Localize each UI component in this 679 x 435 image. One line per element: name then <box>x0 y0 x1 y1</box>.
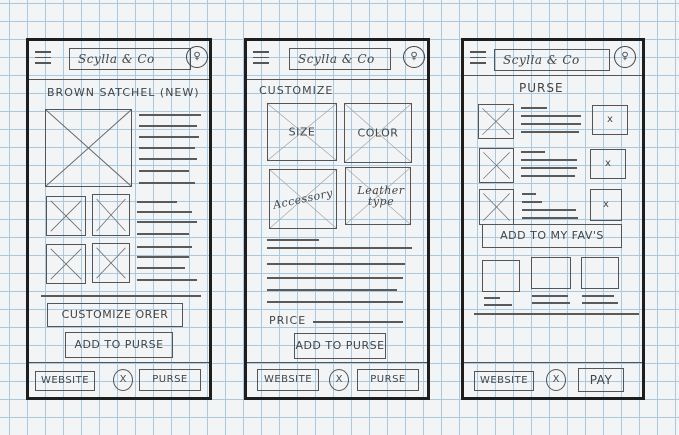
description-line <box>139 136 199 138</box>
favorite-caption-line <box>484 297 500 299</box>
description-line <box>137 279 197 281</box>
item-detail-line <box>522 193 536 195</box>
description-line <box>139 147 195 149</box>
item-detail-line <box>521 131 579 133</box>
customize-title: CUSTOMIZE <box>259 84 334 97</box>
add-to-favs-button[interactable]: ADD TO MY FAV'S <box>482 224 622 248</box>
purse-nav-button[interactable]: PURSE <box>139 369 201 391</box>
thumbnail-image[interactable] <box>92 243 130 283</box>
bottom-nav: WEBSITE X PURSE <box>247 362 427 397</box>
phone-customize-screen: Scylla & Co ♀ CUSTOMIZE SIZE COLOR Acces… <box>244 38 430 400</box>
add-to-purse-button[interactable]: ADD TO PURSE <box>294 333 386 359</box>
purse-title: PURSE <box>519 81 564 95</box>
favorite-caption-line <box>582 302 618 304</box>
divider <box>41 295 201 297</box>
purse-item-image <box>479 189 514 225</box>
option-size[interactable]: SIZE <box>267 103 337 161</box>
description-line <box>267 301 403 303</box>
description-line <box>137 211 192 213</box>
description-line <box>139 158 197 160</box>
customize-order-button[interactable]: CUSTOMIZE ORER <box>47 303 183 327</box>
description-line <box>137 201 177 203</box>
website-button[interactable]: WEBSITE <box>474 371 534 391</box>
item-detail-line <box>522 209 576 211</box>
favorite-caption-line <box>484 304 512 306</box>
description-line <box>137 233 189 235</box>
phone-product-screen: Scylla & Co ♀ BROWN SATCHEL (NEW) CUSTOM… <box>26 38 212 400</box>
favorite-caption-line <box>532 295 568 297</box>
favorite-caption-line <box>582 295 614 297</box>
purse-item-image <box>478 104 514 139</box>
thumbnail-image[interactable] <box>92 194 130 236</box>
brand-title: Scylla & Co <box>69 48 191 70</box>
bottom-nav: WEBSITE X PAY <box>464 362 642 397</box>
description-line <box>267 239 319 241</box>
thumbnail-image[interactable] <box>46 244 86 284</box>
hamburger-icon[interactable] <box>35 51 51 65</box>
description-line <box>139 182 195 184</box>
product-title: BROWN SATCHEL (NEW) <box>47 86 200 99</box>
divider <box>474 313 639 315</box>
remove-item-button[interactable]: x <box>590 189 622 221</box>
website-button[interactable]: WEBSITE <box>35 371 95 391</box>
thumbnail-image[interactable] <box>46 196 86 236</box>
add-to-purse-button[interactable]: ADD TO PURSE <box>65 332 173 358</box>
favorite-thumbnail[interactable] <box>531 257 571 289</box>
website-button[interactable]: WEBSITE <box>257 369 319 391</box>
description-line <box>267 247 412 249</box>
remove-item-button[interactable]: x <box>590 149 626 179</box>
x-circle-icon[interactable]: X <box>546 369 566 391</box>
brand-title: Scylla & Co <box>494 49 610 71</box>
description-line <box>137 267 185 269</box>
item-detail-line <box>521 175 575 177</box>
favorite-thumbnail[interactable] <box>581 257 619 289</box>
item-detail-line <box>522 201 542 203</box>
item-detail-line <box>522 217 578 219</box>
pay-button[interactable]: PAY <box>578 368 624 392</box>
x-circle-icon[interactable]: X <box>113 369 133 391</box>
description-line <box>137 246 192 248</box>
description-line <box>267 263 405 265</box>
description-line <box>267 277 403 279</box>
hamburger-icon[interactable] <box>253 51 269 65</box>
remove-item-button[interactable]: x <box>592 105 628 135</box>
user-icon[interactable]: ♀ <box>186 46 208 68</box>
description-line <box>137 256 189 258</box>
item-detail-line <box>521 151 545 153</box>
brand-title: Scylla & Co <box>289 48 391 70</box>
description-line <box>139 114 201 116</box>
favorite-thumbnail[interactable] <box>482 260 520 292</box>
item-detail-line <box>521 115 581 117</box>
phone-purse-screen: Scylla & Co ♀ PURSE x x x ADD TO MY FAV'… <box>461 38 645 400</box>
price-value-line <box>313 321 403 323</box>
description-line <box>267 289 397 291</box>
option-accessory[interactable]: Accessory <box>269 169 337 229</box>
option-leather-type[interactable]: Leather type <box>345 167 411 225</box>
description-line <box>139 125 197 127</box>
product-main-image <box>45 109 132 187</box>
user-icon[interactable]: ♀ <box>614 46 636 68</box>
app-header: Scylla & Co ♀ <box>464 41 642 76</box>
description-line <box>137 221 197 223</box>
bottom-nav: WEBSITE X PURSE <box>29 362 209 397</box>
item-detail-line <box>521 107 547 109</box>
app-header: Scylla & Co ♀ <box>29 41 209 80</box>
item-detail-line <box>521 159 577 161</box>
description-line <box>139 170 189 172</box>
price-label: PRICE <box>269 314 307 327</box>
item-detail-line <box>521 123 581 125</box>
x-circle-icon[interactable]: X <box>329 369 349 391</box>
hamburger-icon[interactable] <box>470 51 486 65</box>
option-color[interactable]: COLOR <box>344 103 412 163</box>
app-header: Scylla & Co ♀ <box>247 41 427 80</box>
item-detail-line <box>521 167 577 169</box>
purse-nav-button[interactable]: PURSE <box>357 369 419 391</box>
purse-item-image <box>479 148 514 183</box>
favorite-caption-line <box>532 302 570 304</box>
user-icon[interactable]: ♀ <box>403 46 425 68</box>
